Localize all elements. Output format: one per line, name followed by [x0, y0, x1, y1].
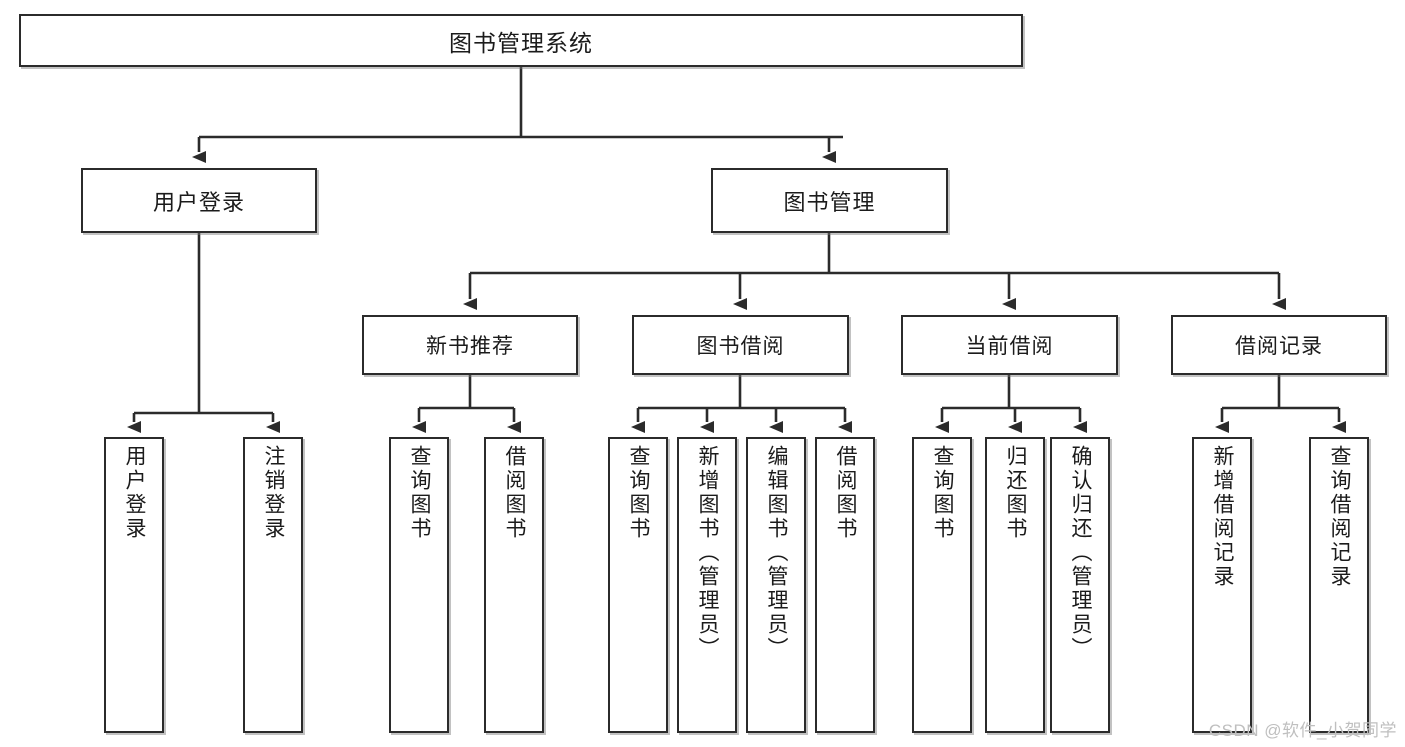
leaf-node[interactable]: 查询借阅记录 [1309, 437, 1369, 733]
leaf-node-label: 查询图书 [931, 445, 955, 541]
leaf-node-label: 新增借阅记录 [1211, 445, 1235, 589]
node-new-book-recommend-label: 新书推荐 [426, 335, 514, 358]
leaf-node-label: 查询借阅记录 [1328, 445, 1352, 589]
leaf-node[interactable]: 借阅图书 [815, 437, 875, 733]
node-book-borrow[interactable]: 图书借阅 [632, 315, 849, 375]
node-borrow-record-label: 借阅记录 [1235, 335, 1323, 358]
node-book-management[interactable]: 图书管理 [711, 168, 948, 233]
leaf-node-label: 注销登录 [262, 445, 286, 541]
leaf-node-label: 确认归还（管理员） [1069, 445, 1093, 661]
node-user-login-label: 用户登录 [152, 189, 245, 215]
leaf-node[interactable]: 注销登录 [243, 437, 303, 733]
node-root[interactable]: 图书管理系统 [19, 14, 1023, 67]
leaf-node[interactable]: 查询图书 [389, 437, 449, 733]
leaf-node-label: 查询图书 [408, 445, 432, 541]
leaf-node[interactable]: 编辑图书（管理员） [746, 437, 806, 733]
node-book-management-label: 图书管理 [783, 189, 876, 215]
node-user-login[interactable]: 用户登录 [81, 168, 317, 233]
leaf-node-label: 新增图书（管理员） [696, 445, 720, 661]
node-new-book-recommend[interactable]: 新书推荐 [362, 315, 578, 375]
leaf-node-label: 归还图书 [1004, 445, 1028, 541]
leaf-node[interactable]: 用户登录 [104, 437, 164, 733]
node-current-borrow-label: 当前借阅 [965, 335, 1054, 358]
leaf-node-label: 借阅图书 [834, 445, 858, 541]
leaf-node[interactable]: 借阅图书 [484, 437, 544, 733]
leaf-node[interactable]: 确认归还（管理员） [1050, 437, 1110, 733]
node-root-label: 图书管理系统 [449, 29, 593, 56]
leaf-node-label: 查询图书 [627, 445, 651, 541]
leaf-node[interactable]: 新增借阅记录 [1192, 437, 1252, 733]
leaf-node-label: 编辑图书（管理员） [765, 445, 789, 661]
leaf-node-label: 用户登录 [123, 445, 147, 541]
node-borrow-record[interactable]: 借阅记录 [1171, 315, 1387, 375]
leaf-node-label: 借阅图书 [503, 445, 527, 541]
node-current-borrow[interactable]: 当前借阅 [901, 315, 1118, 375]
leaf-node[interactable]: 查询图书 [608, 437, 668, 733]
leaf-node[interactable]: 归还图书 [985, 437, 1045, 733]
node-book-borrow-label: 图书借阅 [696, 335, 785, 358]
leaf-node[interactable]: 查询图书 [912, 437, 972, 733]
watermark: CSDN @软件_小贺同学 [1208, 721, 1397, 740]
leaf-node[interactable]: 新增图书（管理员） [677, 437, 737, 733]
